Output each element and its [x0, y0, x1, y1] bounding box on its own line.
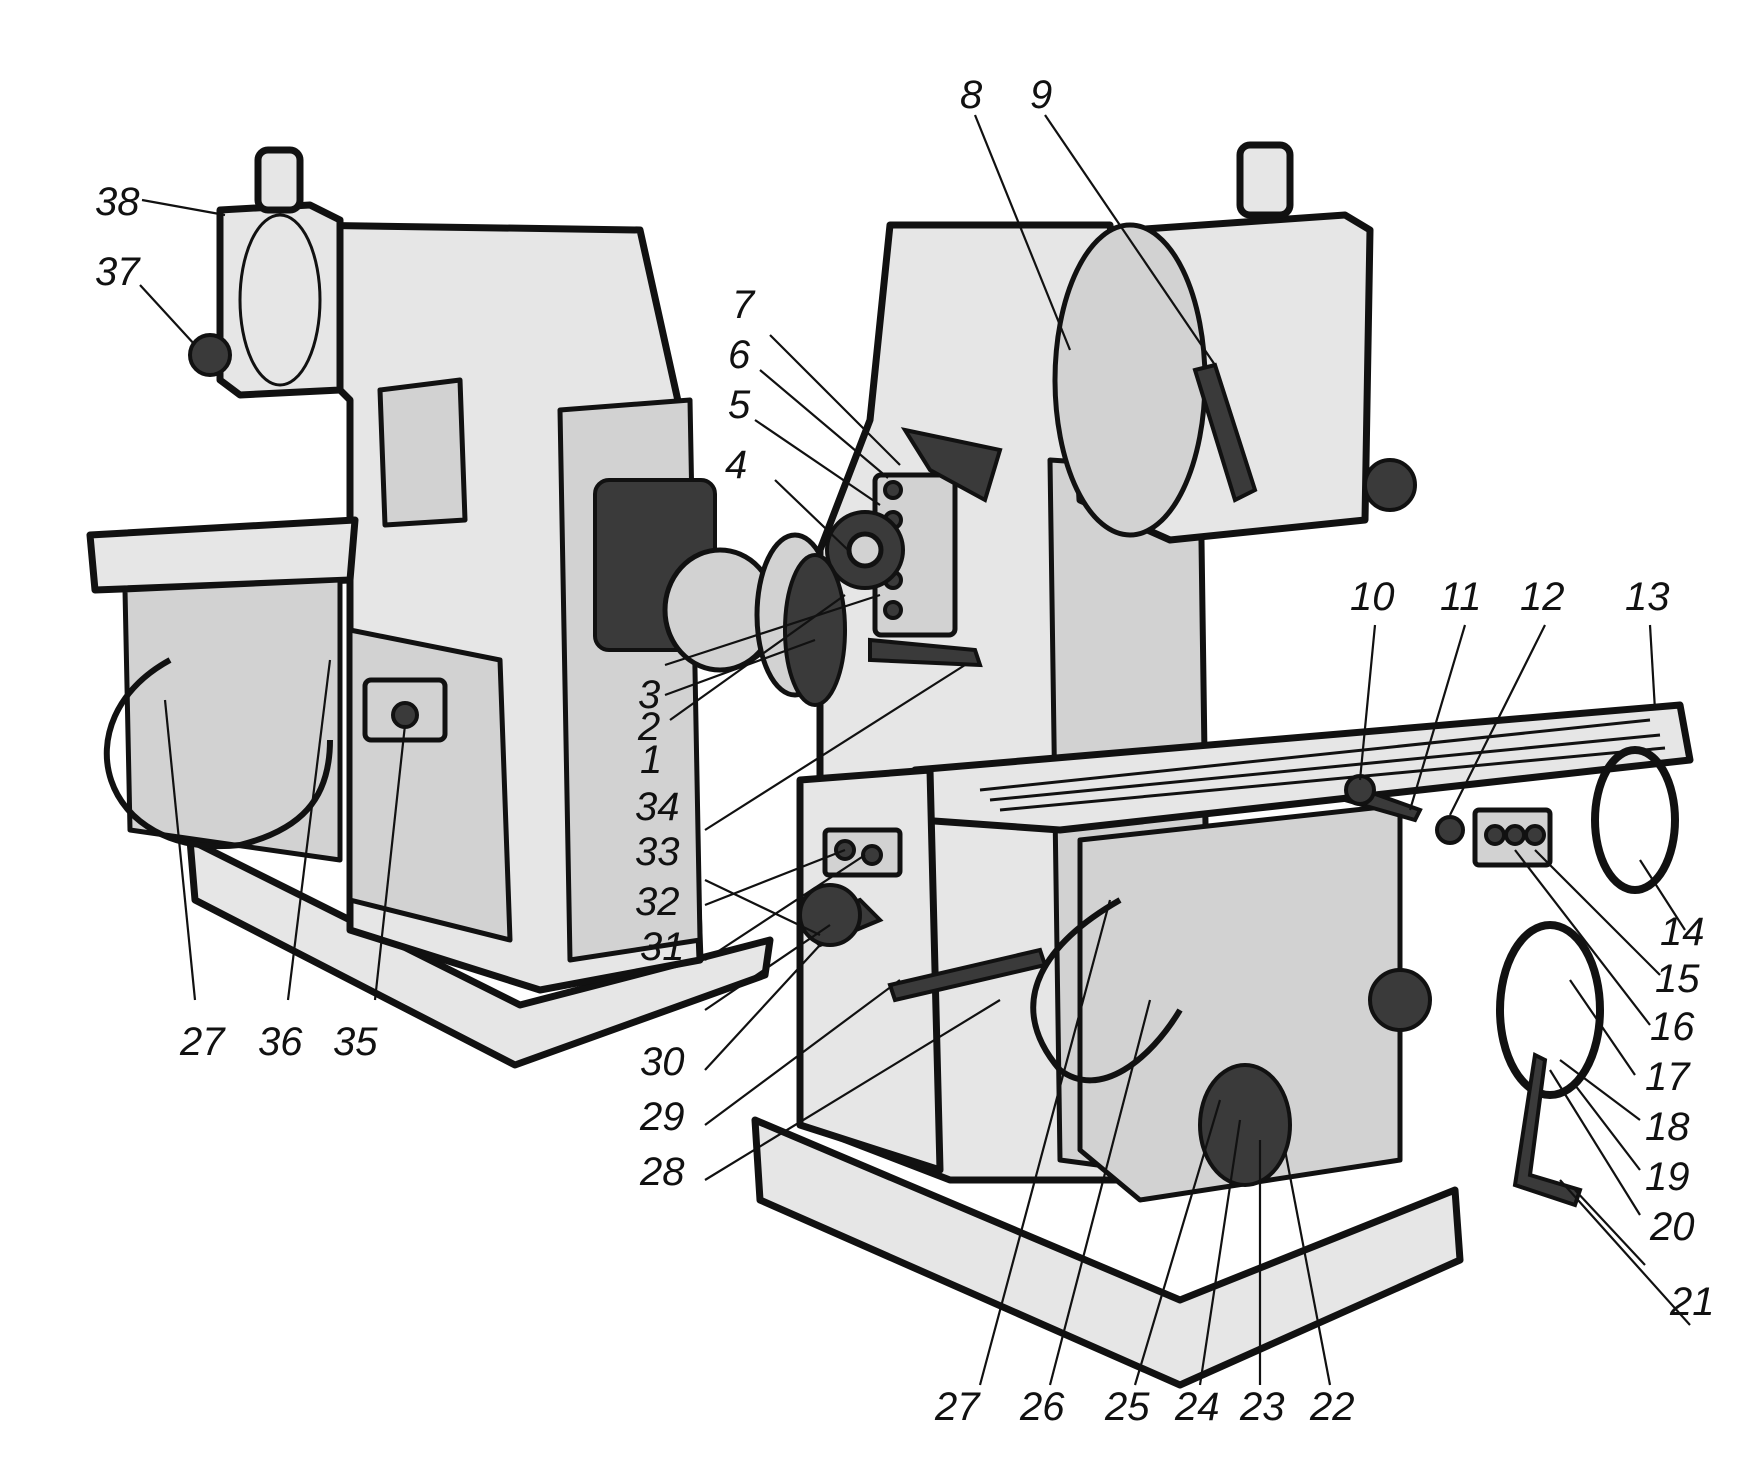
label-17: 17 [1645, 1055, 1691, 1099]
label-11: 11 [1440, 575, 1482, 619]
label-26: 26 [1019, 1385, 1065, 1429]
label-32: 32 [635, 880, 680, 924]
label-14: 14 [1660, 910, 1705, 954]
label-15: 15 [1655, 957, 1700, 1001]
label-27-left: 27 [179, 1020, 226, 1064]
label-10: 10 [1350, 575, 1395, 619]
label-9: 9 [1030, 73, 1052, 117]
label-33: 33 [635, 830, 680, 874]
label-1: 1 [640, 738, 662, 782]
label-34: 34 [635, 785, 680, 829]
label-24: 24 [1174, 1385, 1220, 1429]
leader-lines [139, 114, 1691, 1386]
label-25: 25 [1104, 1385, 1150, 1429]
label-8: 8 [960, 73, 983, 117]
label-36: 36 [258, 1020, 303, 1064]
rear-view-machine [86, 146, 836, 1069]
label-4: 4 [725, 443, 747, 487]
label-35: 35 [333, 1020, 378, 1064]
label-5: 5 [728, 383, 751, 427]
label-37: 37 [95, 250, 141, 294]
label-12: 12 [1520, 575, 1565, 619]
label-7: 7 [732, 283, 756, 327]
label-30: 30 [640, 1040, 685, 1084]
label-22: 22 [1309, 1385, 1355, 1429]
label-19: 19 [1645, 1155, 1690, 1199]
callout-labels: 38 37 27 36 35 8 9 7 6 5 4 3 2 1 34 33 3… [95, 73, 1715, 1429]
label-29: 29 [639, 1095, 685, 1139]
label-16: 16 [1650, 1005, 1695, 1049]
label-3: 3 [638, 673, 660, 717]
label-13: 13 [1625, 575, 1670, 619]
front-view-machine [751, 141, 1694, 1389]
label-2: 2 [637, 705, 660, 749]
label-28: 28 [639, 1150, 685, 1194]
label-20: 20 [1649, 1205, 1695, 1249]
label-31: 31 [640, 925, 685, 969]
label-18: 18 [1645, 1105, 1690, 1149]
label-27-front: 27 [934, 1385, 981, 1429]
label-21: 21 [1669, 1280, 1715, 1324]
label-38: 38 [95, 180, 140, 224]
label-6: 6 [728, 333, 751, 377]
label-23: 23 [1239, 1385, 1285, 1429]
